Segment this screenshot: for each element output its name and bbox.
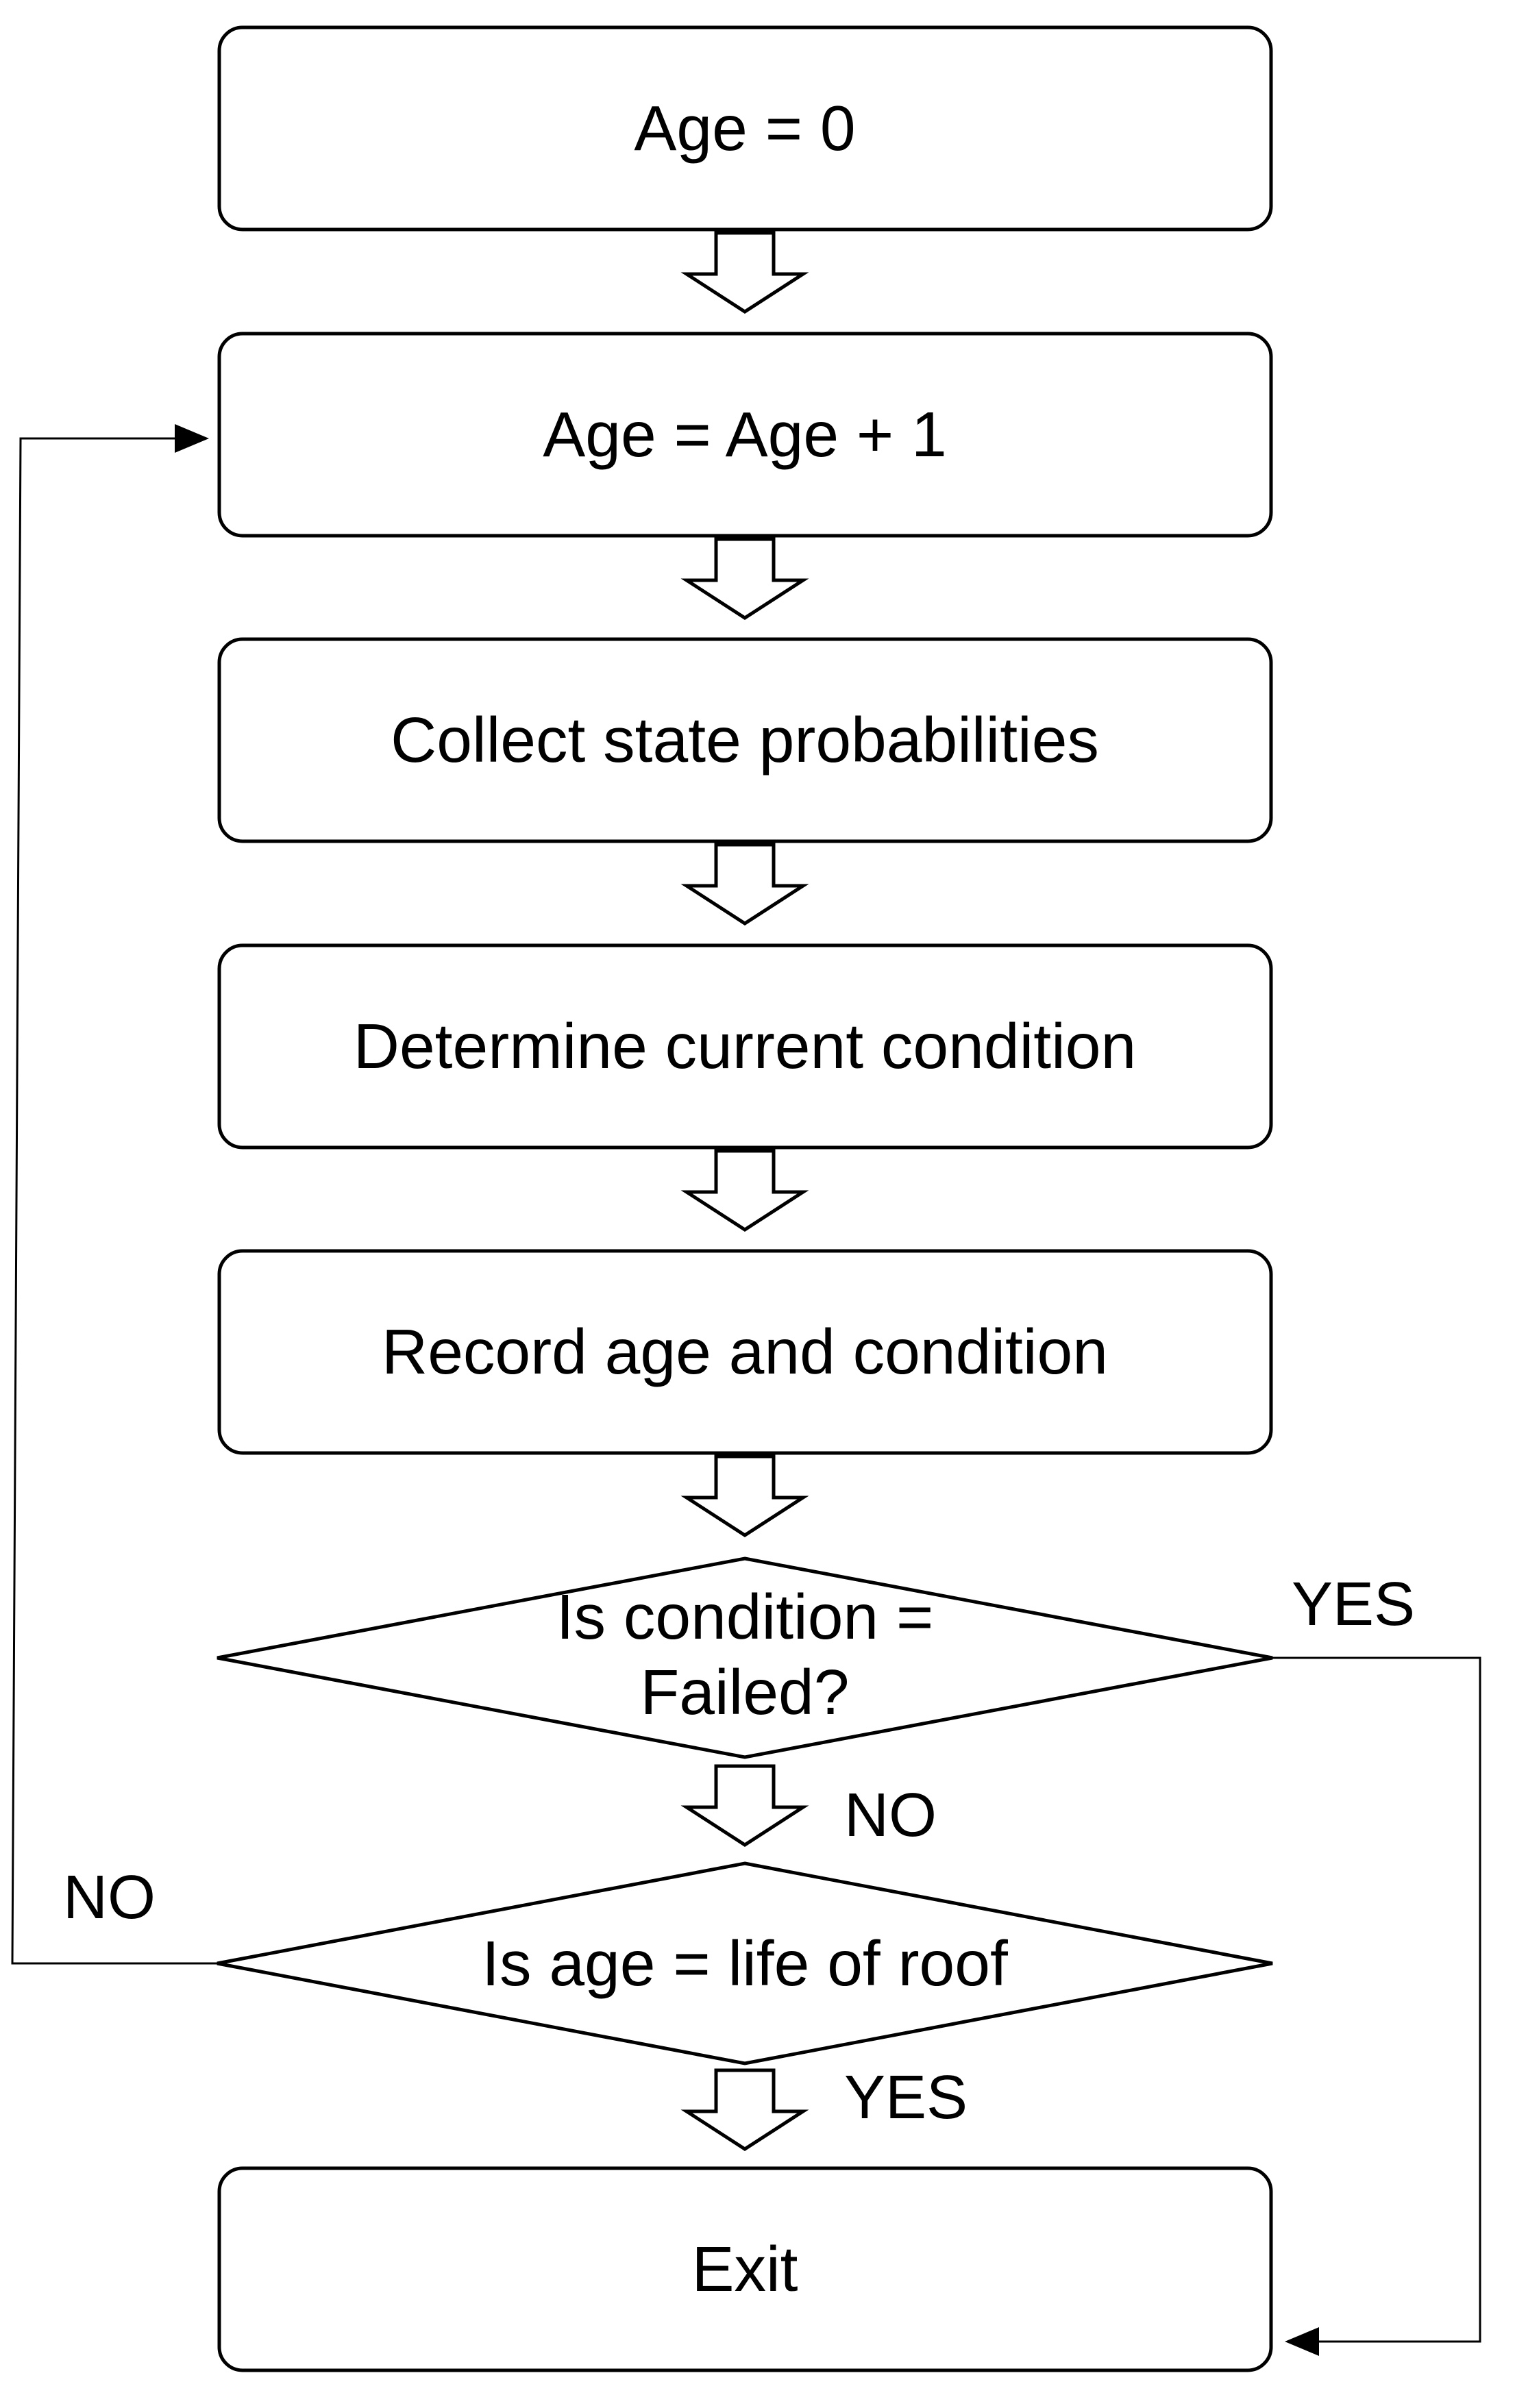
label-failed-no: NO: [844, 1781, 937, 1850]
connector-failed-yes: [1272, 1656, 1481, 2356]
arrow-record-to-failed: [680, 1454, 809, 1537]
step-collect-probabilities: Collect state probabilities: [217, 637, 1273, 843]
decision-life: Is age = life of roof: [217, 1861, 1273, 2065]
label-life-no: NO: [63, 1863, 156, 1932]
label-life-yes: YES: [844, 2063, 968, 2132]
connector-loop-back: [11, 424, 217, 1965]
step-exit-label: Exit: [691, 2233, 798, 2305]
step-determine-condition-label: Determine current condition: [354, 1010, 1136, 1082]
decision-failed: Is condition = Failed?: [217, 1556, 1273, 1759]
arrow-init-to-increment: [680, 231, 809, 314]
step-determine-condition: Determine current condition: [217, 943, 1273, 1150]
step-collect-probabilities-label: Collect state probabilities: [391, 704, 1099, 775]
arrow-failed-to-life: [680, 1764, 809, 1847]
arrow-determine-to-record: [680, 1149, 809, 1232]
step-age-increment-label: Age = Age + 1: [543, 399, 947, 470]
arrow-life-to-exit: [680, 2068, 809, 2151]
step-exit: Exit: [217, 2166, 1273, 2372]
decision-failed-line1: Is condition =: [556, 1581, 934, 1652]
step-age-init: Age = 0: [217, 25, 1273, 232]
arrow-increment-to-collect: [680, 537, 809, 620]
step-age-init-label: Age = 0: [634, 92, 855, 164]
arrowhead-failed-yes: [1285, 2327, 1319, 2356]
arrow-collect-to-determine: [680, 843, 809, 926]
block-arrows: [680, 231, 809, 2151]
step-age-increment: Age = Age + 1: [217, 332, 1273, 538]
arrowhead-loop-back: [175, 424, 209, 453]
step-record-label: Record age and condition: [382, 1316, 1108, 1387]
decision-life-label: Is age = life of roof: [482, 1928, 1008, 1999]
decision-failed-line2: Failed?: [640, 1656, 849, 1728]
label-failed-yes: YES: [1292, 1570, 1415, 1639]
step-record: Record age and condition: [217, 1249, 1273, 1455]
